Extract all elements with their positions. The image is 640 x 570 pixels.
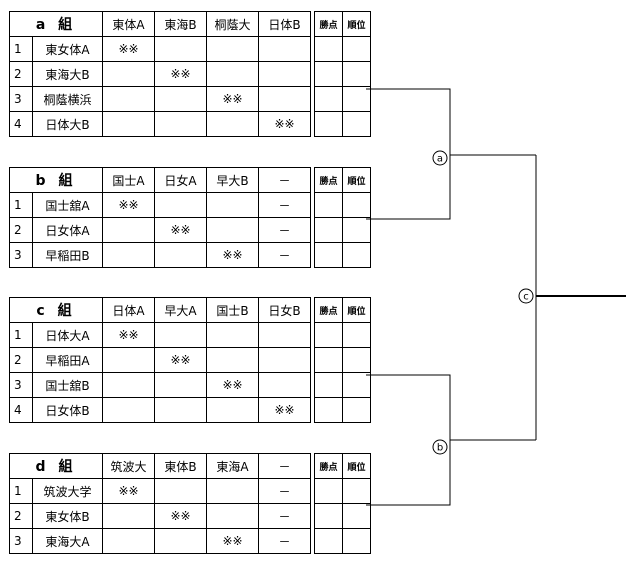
match-cell: ※※ bbox=[102, 478, 155, 504]
match-cell bbox=[102, 61, 155, 87]
match-cell: ※※ bbox=[206, 86, 259, 112]
match-cell: ※※ bbox=[258, 111, 311, 137]
match-cell: － bbox=[258, 503, 311, 529]
team-name: 日女体B bbox=[32, 397, 103, 423]
match-cell bbox=[102, 397, 155, 423]
match-cell: － bbox=[258, 528, 311, 554]
team-name: 桐蔭横浜 bbox=[32, 86, 103, 112]
match-cell bbox=[102, 86, 155, 112]
points-header: 勝点 bbox=[314, 167, 343, 193]
bracket-node-c: c bbox=[518, 288, 534, 304]
team-name: 東海大A bbox=[32, 528, 103, 554]
match-cell bbox=[154, 111, 207, 137]
node-label-a: a bbox=[437, 154, 443, 165]
match-cell bbox=[206, 111, 259, 137]
match-cell bbox=[154, 192, 207, 218]
team-name: 日体大B bbox=[32, 111, 103, 137]
match-cell bbox=[154, 322, 207, 348]
points-header: 勝点 bbox=[314, 453, 343, 479]
match-cell: ※※ bbox=[102, 36, 155, 62]
opponent-header: 東海A bbox=[206, 453, 259, 479]
opponent-header: 早大B bbox=[206, 167, 259, 193]
match-cell: ※※ bbox=[102, 322, 155, 348]
match-cell bbox=[206, 397, 259, 423]
rank-header: 順位 bbox=[342, 297, 371, 323]
match-cell: ※※ bbox=[102, 192, 155, 218]
row-number: 3 bbox=[9, 242, 33, 268]
match-cell bbox=[206, 217, 259, 243]
rank-cell bbox=[342, 36, 371, 62]
rank-cell bbox=[342, 478, 371, 504]
match-cell: ※※ bbox=[154, 347, 207, 373]
team-name: 日女体A bbox=[32, 217, 103, 243]
opponent-header: 桐蔭大 bbox=[206, 11, 259, 37]
match-cell bbox=[206, 61, 259, 87]
row-number: 2 bbox=[9, 61, 33, 87]
match-cell bbox=[102, 503, 155, 529]
row-number: 1 bbox=[9, 192, 33, 218]
rank-cell bbox=[342, 111, 371, 137]
match-cell: － bbox=[258, 192, 311, 218]
match-cell bbox=[102, 111, 155, 137]
row-number: 4 bbox=[9, 111, 33, 137]
match-cell bbox=[258, 322, 311, 348]
rank-cell bbox=[342, 528, 371, 554]
bracket-node-a: a bbox=[432, 150, 448, 166]
points-cell bbox=[314, 36, 343, 62]
opponent-header: 日女A bbox=[154, 167, 207, 193]
match-cell: ※※ bbox=[258, 397, 311, 423]
match-cell bbox=[154, 36, 207, 62]
match-cell bbox=[102, 242, 155, 268]
team-name: 早稲田B bbox=[32, 242, 103, 268]
match-cell bbox=[206, 478, 259, 504]
points-header: 勝点 bbox=[314, 11, 343, 37]
group-title: a 組 bbox=[9, 11, 103, 37]
rank-cell bbox=[342, 397, 371, 423]
opponent-header: 東体B bbox=[154, 453, 207, 479]
opponent-header: 東体A bbox=[102, 11, 155, 37]
points-cell bbox=[314, 528, 343, 554]
node-label-c: c bbox=[523, 292, 529, 303]
opponent-header: － bbox=[258, 167, 311, 193]
team-name: 東海大B bbox=[32, 61, 103, 87]
row-number: 1 bbox=[9, 322, 33, 348]
match-cell: ※※ bbox=[206, 528, 259, 554]
row-number: 4 bbox=[9, 397, 33, 423]
match-cell bbox=[206, 36, 259, 62]
row-number: 3 bbox=[9, 528, 33, 554]
rank-cell bbox=[342, 242, 371, 268]
bracket-node-b: b bbox=[432, 439, 448, 455]
match-cell bbox=[102, 372, 155, 398]
node-label-b: b bbox=[437, 443, 443, 454]
bracket-line-a bbox=[366, 88, 451, 220]
group-title: b 組 bbox=[9, 167, 103, 193]
match-cell: ※※ bbox=[206, 242, 259, 268]
team-name: 日体大A bbox=[32, 322, 103, 348]
team-name: 早稲田A bbox=[32, 347, 103, 373]
match-cell bbox=[154, 528, 207, 554]
points-cell bbox=[314, 397, 343, 423]
rank-cell bbox=[342, 86, 371, 112]
group-title: d 組 bbox=[9, 453, 103, 479]
rank-cell bbox=[342, 61, 371, 87]
